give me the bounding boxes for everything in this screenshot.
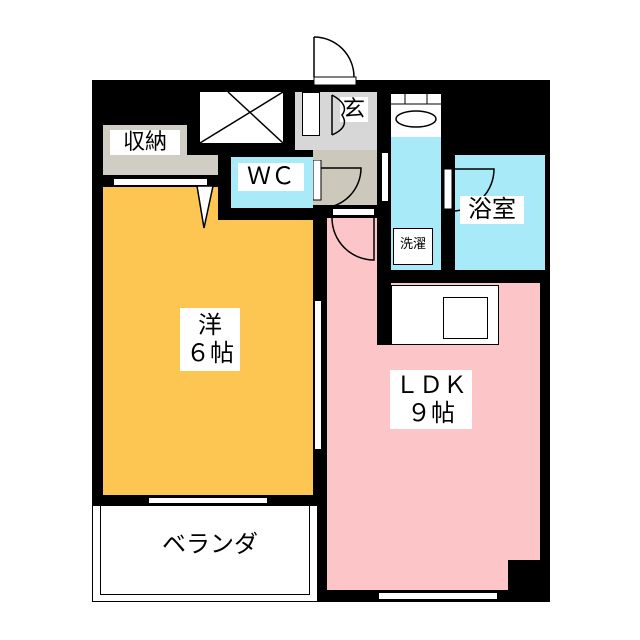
western-window bbox=[148, 497, 268, 504]
storage-label: 収納 bbox=[110, 130, 180, 156]
western-sliding-door bbox=[314, 300, 322, 450]
wc-door-icon bbox=[313, 160, 362, 209]
hall-door-frame bbox=[332, 208, 375, 216]
bath-label: 浴室 bbox=[460, 195, 524, 224]
veranda-label: ベランダ bbox=[148, 530, 272, 559]
wc-label: ＷＣ bbox=[238, 162, 304, 191]
wash-room-door bbox=[381, 152, 389, 202]
front-door-icon bbox=[313, 36, 357, 136]
western-room-size: ６帖 bbox=[186, 338, 234, 367]
ldk-name: ＬＤＫ bbox=[395, 371, 467, 399]
kitchen-counter bbox=[391, 285, 499, 345]
kitchen-sink bbox=[443, 297, 488, 339]
door-swing-icon bbox=[196, 186, 214, 229]
entrance-shoe-rack bbox=[302, 92, 320, 136]
ldk-pillar bbox=[508, 560, 540, 590]
western-room-name: 洋 bbox=[198, 311, 222, 339]
storage-room-lower bbox=[103, 155, 218, 175]
ldk-wall-top bbox=[377, 270, 545, 283]
washer-label: 洗濯 bbox=[395, 237, 431, 253]
western-room-label: 洋 ６帖 bbox=[180, 308, 240, 372]
ldk-label: ＬＤＫ ９帖 bbox=[390, 370, 472, 430]
ldk-window bbox=[378, 592, 498, 600]
storage-door bbox=[113, 178, 208, 186]
sink-icon bbox=[391, 94, 441, 128]
ldk-door-icon bbox=[331, 218, 375, 261]
veranda bbox=[92, 505, 318, 602]
cross-mark-icon bbox=[200, 92, 283, 143]
ldk-size: ９帖 bbox=[407, 398, 455, 427]
ldk-kitchen-wall bbox=[377, 270, 391, 345]
veranda-inner-line bbox=[100, 505, 310, 595]
entrance-floor bbox=[313, 150, 377, 205]
